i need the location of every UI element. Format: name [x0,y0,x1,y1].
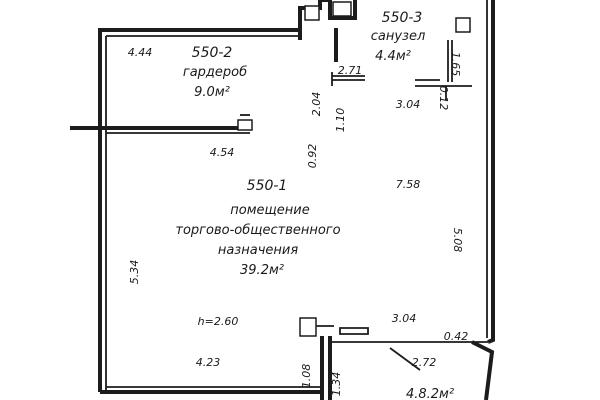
dim-2-04: 2.04 [310,92,323,117]
dim-0-12: 0.12 [437,86,450,111]
wc-top-column [332,1,352,17]
room-area-550-1: 39.2м² [240,263,284,278]
wc-right-column [455,17,471,33]
bottom-door-frame [339,327,369,335]
room-area-550-2: 9.0м² [194,85,230,100]
room-name-550-1-line1: помещение [230,203,309,218]
room-id-550-3: 550-3 [382,10,423,26]
wc-top-wall [320,0,357,20]
partition-post [237,119,253,131]
dim-4-54: 4.54 [210,146,235,159]
dim-3-04-top: 3.04 [396,98,421,111]
room-name-550-1-line3: назначения [218,243,298,258]
dim-5-08: 5.08 [451,228,464,253]
bottom-right-wall [471,340,495,400]
bottom-column [299,317,317,337]
dim-2-71: 2.71 [338,64,363,77]
notch-column [304,5,320,21]
dim-1-08: 1.08 [300,364,313,389]
dim-2-72: 2.72 [412,356,437,369]
dimensions: 4.44 2.71 1.65 2.04 1.10 3.04 0.12 0.92 … [128,46,469,396]
dim-1-10: 1.10 [334,108,347,133]
ceiling-height: h=2.60 [198,315,239,328]
dim-0-92: 0.92 [306,144,319,169]
dim-3-04-bottom: 3.04 [392,312,417,325]
left-wall [98,28,302,392]
room-550-2: 550-2 гардероб 9.0м² [183,45,247,100]
dim-1-65: 1.65 [449,52,462,77]
door-swing [389,347,421,371]
room-id-550-2: 550-2 [192,45,233,61]
room-550-3: 550-3 санузел 4.4м² [371,10,426,64]
partial-room-area: 4.8.2м² [406,387,454,400]
room-name-550-2: гардероб [183,65,247,80]
dim-4-23: 4.23 [196,356,221,369]
right-wall [487,0,495,344]
room-name-550-3: санузел [371,29,426,44]
dim-7-58: 7.58 [396,178,421,191]
room-id-550-1: 550-1 [247,178,288,194]
dim-5-34: 5.34 [128,260,141,285]
dim-0-42: 0.42 [444,330,469,343]
room-550-1: 550-1 помещение торгово-общественного на… [175,178,340,278]
room-area-550-3: 4.4м² [375,49,411,64]
dim-1-34: 1.34 [330,372,343,397]
room-name-550-1-line2: торгово-общественного [175,223,340,238]
dim-4-44: 4.44 [128,46,153,59]
walls [70,0,495,400]
